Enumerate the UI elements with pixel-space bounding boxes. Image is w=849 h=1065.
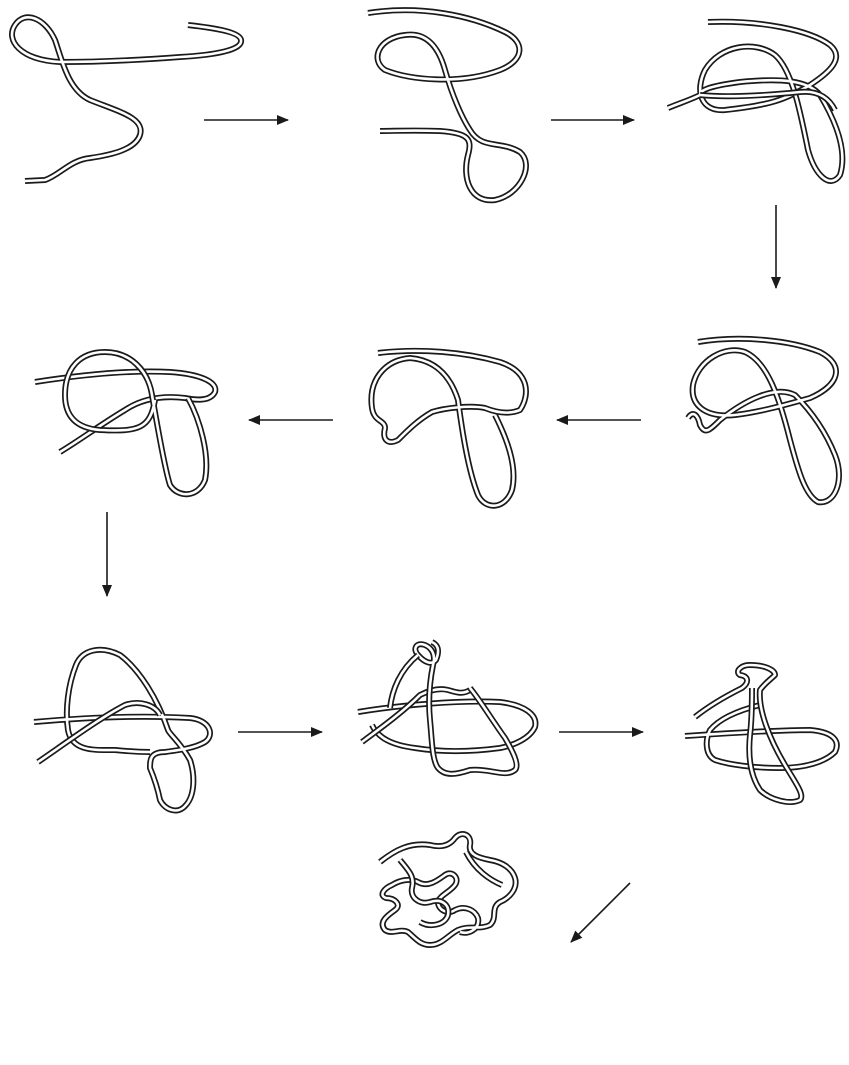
- chain-core: [400, 860, 448, 925]
- stage-10-folded-protein: [380, 834, 516, 945]
- stage-8-chain: [358, 642, 535, 774]
- chain-outline: [35, 372, 215, 452]
- chain-outline: [12, 17, 241, 181]
- chain-core: [368, 10, 526, 200]
- chain-core: [668, 22, 842, 181]
- arrow-stage-9-to-10: [571, 883, 630, 942]
- stage-2-chain: [368, 10, 526, 200]
- stage-4-chain: [688, 339, 839, 502]
- stage-6-chain: [35, 352, 215, 494]
- chain-core: [34, 650, 210, 811]
- stage-7-chain: [34, 650, 210, 811]
- stage-5-chain: [371, 351, 526, 506]
- chain-outline: [380, 834, 516, 945]
- chain-outline: [371, 351, 526, 506]
- chain-core: [12, 17, 241, 181]
- chain-core: [688, 339, 839, 502]
- stage-3-chain: [668, 22, 842, 181]
- arrows: [107, 120, 776, 942]
- chain-outline: [34, 650, 210, 811]
- stage-1-unfolded-chain: [12, 17, 241, 181]
- stage-9-chain: [685, 665, 837, 802]
